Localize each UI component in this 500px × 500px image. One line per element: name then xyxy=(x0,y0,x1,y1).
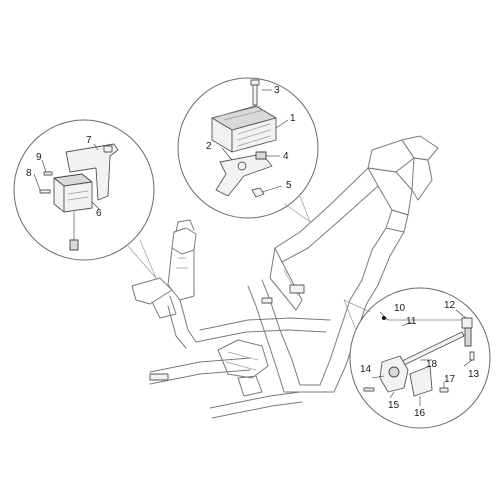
callout-9: 9 xyxy=(36,152,42,163)
screw-part-c xyxy=(439,387,449,393)
callout-18: 18 xyxy=(426,359,438,370)
callout-1: 1 xyxy=(290,113,296,124)
mounting-bracket-part xyxy=(65,143,119,201)
callout-14: 14 xyxy=(360,364,372,375)
callout-7: 7 xyxy=(86,135,92,146)
scooter-frame xyxy=(131,135,439,419)
cdi-unit-part xyxy=(53,173,93,251)
voltage-regulator-part xyxy=(211,105,277,153)
callout-6: 6 xyxy=(96,208,102,219)
screw-part xyxy=(39,189,51,194)
bracket-part xyxy=(215,153,273,197)
callout-2: 2 xyxy=(206,141,212,152)
callout-11: 11 xyxy=(406,316,417,327)
callout-17: 17 xyxy=(444,374,456,385)
plate-part xyxy=(409,365,433,397)
screw-part-small xyxy=(43,171,53,176)
bolt-part xyxy=(250,79,260,106)
nut-part xyxy=(251,187,265,198)
callout-3: 3 xyxy=(274,85,280,96)
callout-5: 5 xyxy=(286,180,292,191)
callout-8: 8 xyxy=(26,168,32,179)
housing-part xyxy=(379,355,409,393)
sensor-part xyxy=(461,317,473,347)
detail-circle-sensor: 10 11 12 13 18 14 15 16 17 xyxy=(343,287,491,429)
callout-4: 4 xyxy=(283,151,289,162)
detail-circle-regulator: 3 1 2 4 5 xyxy=(177,77,319,223)
screw-part-d xyxy=(469,351,475,361)
callout-12: 12 xyxy=(444,300,456,311)
callout-10: 10 xyxy=(394,303,406,314)
callout-15: 15 xyxy=(388,400,400,411)
callout-16: 16 xyxy=(414,408,426,419)
callout-13: 13 xyxy=(468,369,480,380)
clip-part xyxy=(255,151,267,160)
detail-circle-cdi-unit: 7 6 8 9 xyxy=(13,119,157,279)
